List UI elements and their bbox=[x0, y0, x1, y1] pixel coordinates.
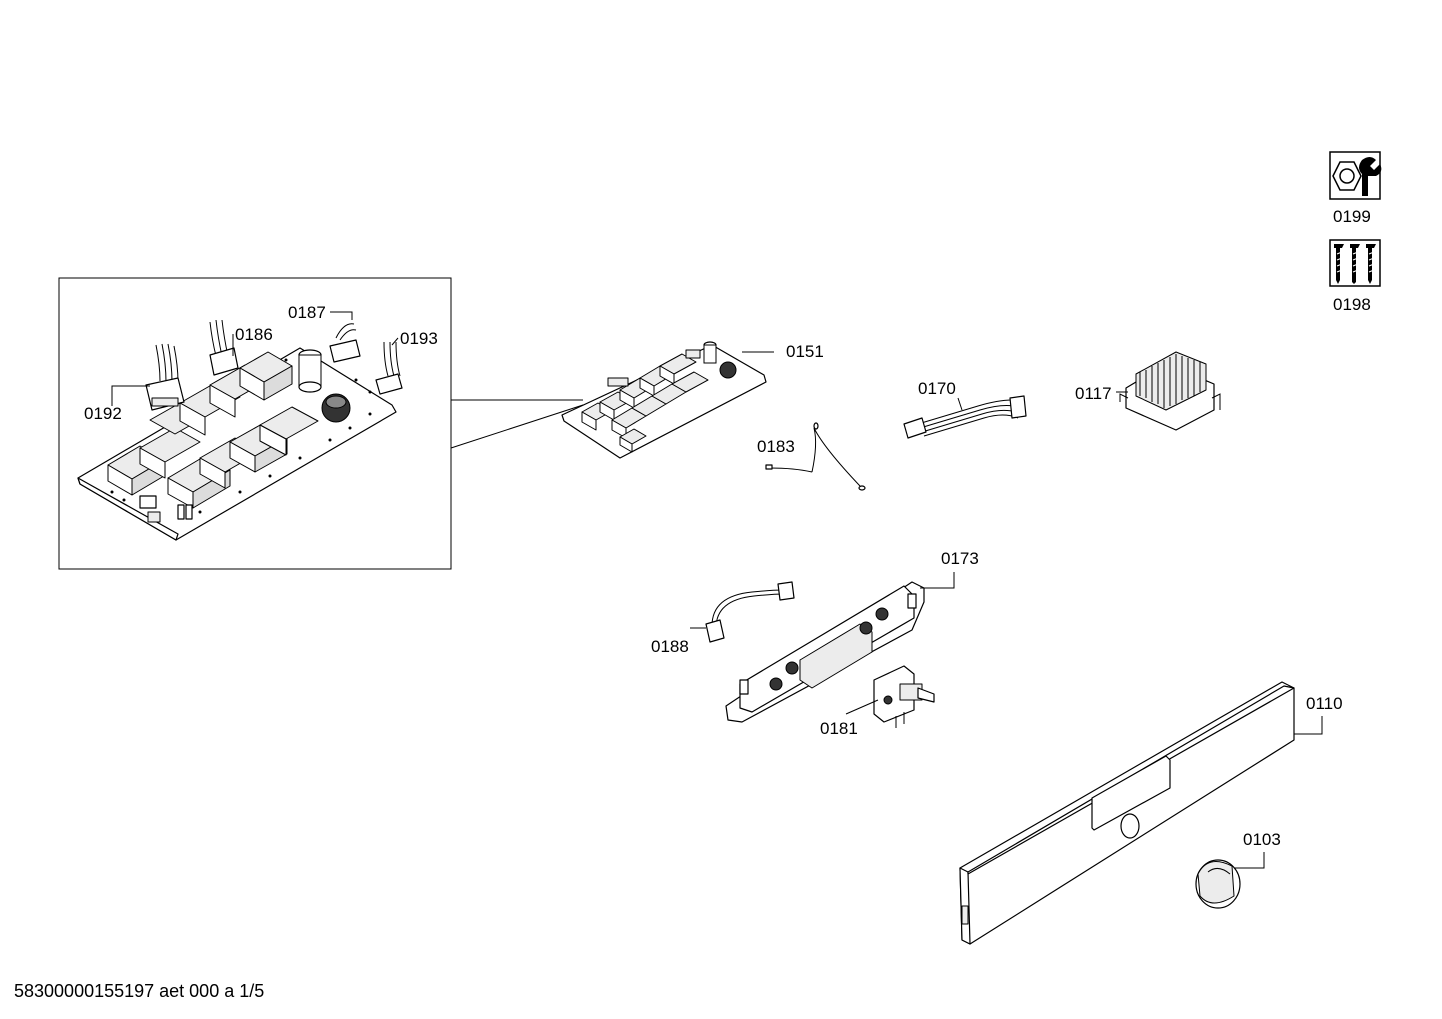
part-label-0103: 0103 bbox=[1243, 830, 1281, 849]
part-label-0187: 0187 bbox=[288, 303, 326, 322]
screws-icon bbox=[1329, 239, 1381, 287]
part-label-0192: 0192 bbox=[84, 404, 122, 423]
part-label-0151: 0151 bbox=[786, 342, 824, 361]
part-label-0183: 0183 bbox=[757, 437, 795, 456]
part-label-0170: 0170 bbox=[918, 379, 956, 398]
control-board-enlarged bbox=[77, 319, 403, 541]
part-label-0188: 0188 bbox=[651, 637, 689, 656]
cable-harness-0170 bbox=[903, 395, 1027, 439]
control-board-0151 bbox=[561, 341, 767, 459]
part-label-0117: 0117 bbox=[1075, 384, 1112, 403]
part-label-0173: 0173 bbox=[941, 549, 979, 568]
sensor-wire-0183 bbox=[765, 422, 866, 491]
part-label-0181: 0181 bbox=[820, 719, 858, 738]
heat-sink-0117 bbox=[1119, 351, 1221, 431]
control-knob-0103 bbox=[1195, 859, 1241, 909]
display-module-0173 bbox=[725, 581, 925, 723]
rotary-switch-0181 bbox=[873, 665, 935, 728]
detail-frame bbox=[58, 277, 452, 570]
control-panel-0110 bbox=[959, 681, 1295, 945]
part-label-0193: 0193 bbox=[400, 329, 438, 348]
wrench-nut-icon bbox=[1329, 151, 1382, 200]
part-label-0186: 0186 bbox=[235, 325, 273, 344]
ribbon-cable-0188 bbox=[705, 581, 795, 643]
part-label-0199: 0199 bbox=[1333, 207, 1371, 226]
detail-leader-bottom bbox=[450, 404, 584, 449]
part-label-0198: 0198 bbox=[1333, 295, 1371, 314]
part-label-0110: 0110 bbox=[1306, 694, 1343, 713]
drawing-code: 58300000155197 aet 000 a 1/5 bbox=[14, 981, 265, 1001]
